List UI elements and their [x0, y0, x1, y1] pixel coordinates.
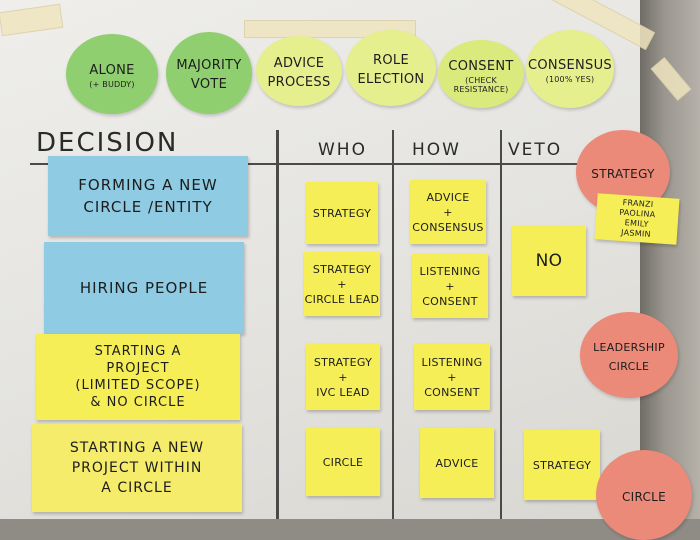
header-who: WHO: [318, 140, 367, 160]
table-column-divider: [500, 130, 502, 519]
method-dot-consent: CONSENT (CHECK RESISTANCE): [438, 40, 524, 108]
method-dot-sublabel: (+ BUDDY): [89, 80, 135, 89]
decision-note: STARTING A PROJECT (LIMITED SCOPE) & NO …: [36, 334, 240, 420]
decision-note: FORMING A NEW CIRCLE /ENTITY: [48, 156, 248, 236]
side-circle-leadership: LEADERSHIP CIRCLE: [580, 312, 678, 398]
method-dot-sublabel: (CHECK RESISTANCE): [453, 75, 509, 94]
side-circle-label: LEADERSHIP CIRCLE: [593, 341, 665, 373]
how-note: ADVICE + CONSENSUS: [410, 180, 486, 244]
table-header-underline: [30, 163, 590, 165]
decision-note: STARTING A NEW PROJECT WITHIN A CIRCLE: [32, 424, 242, 512]
table-column-divider: [392, 130, 394, 519]
veto-note: STRATEGY: [524, 430, 600, 500]
method-dot-label: CONSENT: [448, 58, 514, 74]
method-dot-majority-vote: MAJORITY VOTE: [166, 32, 252, 114]
method-dot-advice-process: ADVICE PROCESS: [256, 36, 342, 106]
method-dot-label: ROLE ELECTION: [357, 53, 425, 87]
how-note: LISTENING + CONSENT: [414, 344, 490, 410]
who-note: STRATEGY: [306, 182, 378, 244]
method-dot-label: MAJORITY VOTE: [176, 58, 242, 92]
side-circle-circle: CIRCLE: [596, 450, 692, 540]
method-dot-role-election: ROLE ELECTION: [346, 30, 436, 106]
method-dot-consensus: CONSENSUS (100% YES): [526, 30, 614, 108]
method-dot-label: CONSENSUS: [528, 58, 612, 73]
side-circle-label: CIRCLE: [621, 489, 667, 504]
side-circle-label: STRATEGY: [591, 166, 655, 181]
veto-note: NO: [512, 226, 586, 296]
method-dot-label: ADVICE PROCESS: [267, 56, 331, 90]
decision-note: HIRING PEOPLE: [44, 242, 244, 334]
who-note: STRATEGY + IVC LEAD: [306, 344, 380, 410]
how-note: ADVICE: [420, 428, 494, 498]
header-decision: DECISION: [36, 128, 179, 158]
header-how: HOW: [412, 140, 461, 160]
method-dot-label: ALONE: [89, 63, 135, 78]
how-note: LISTENING + CONSENT: [412, 254, 488, 318]
method-dot-sublabel: (100% YES): [545, 75, 595, 84]
table-column-divider: [276, 130, 279, 519]
members-note: FRANZI PAOLINA EMILY JASMIN: [594, 193, 680, 245]
method-dot-alone: ALONE (+ BUDDY): [66, 34, 158, 114]
who-note: STRATEGY + CIRCLE LEAD: [304, 252, 380, 316]
who-note: CIRCLE: [306, 428, 380, 496]
header-veto: VETO: [508, 140, 563, 160]
